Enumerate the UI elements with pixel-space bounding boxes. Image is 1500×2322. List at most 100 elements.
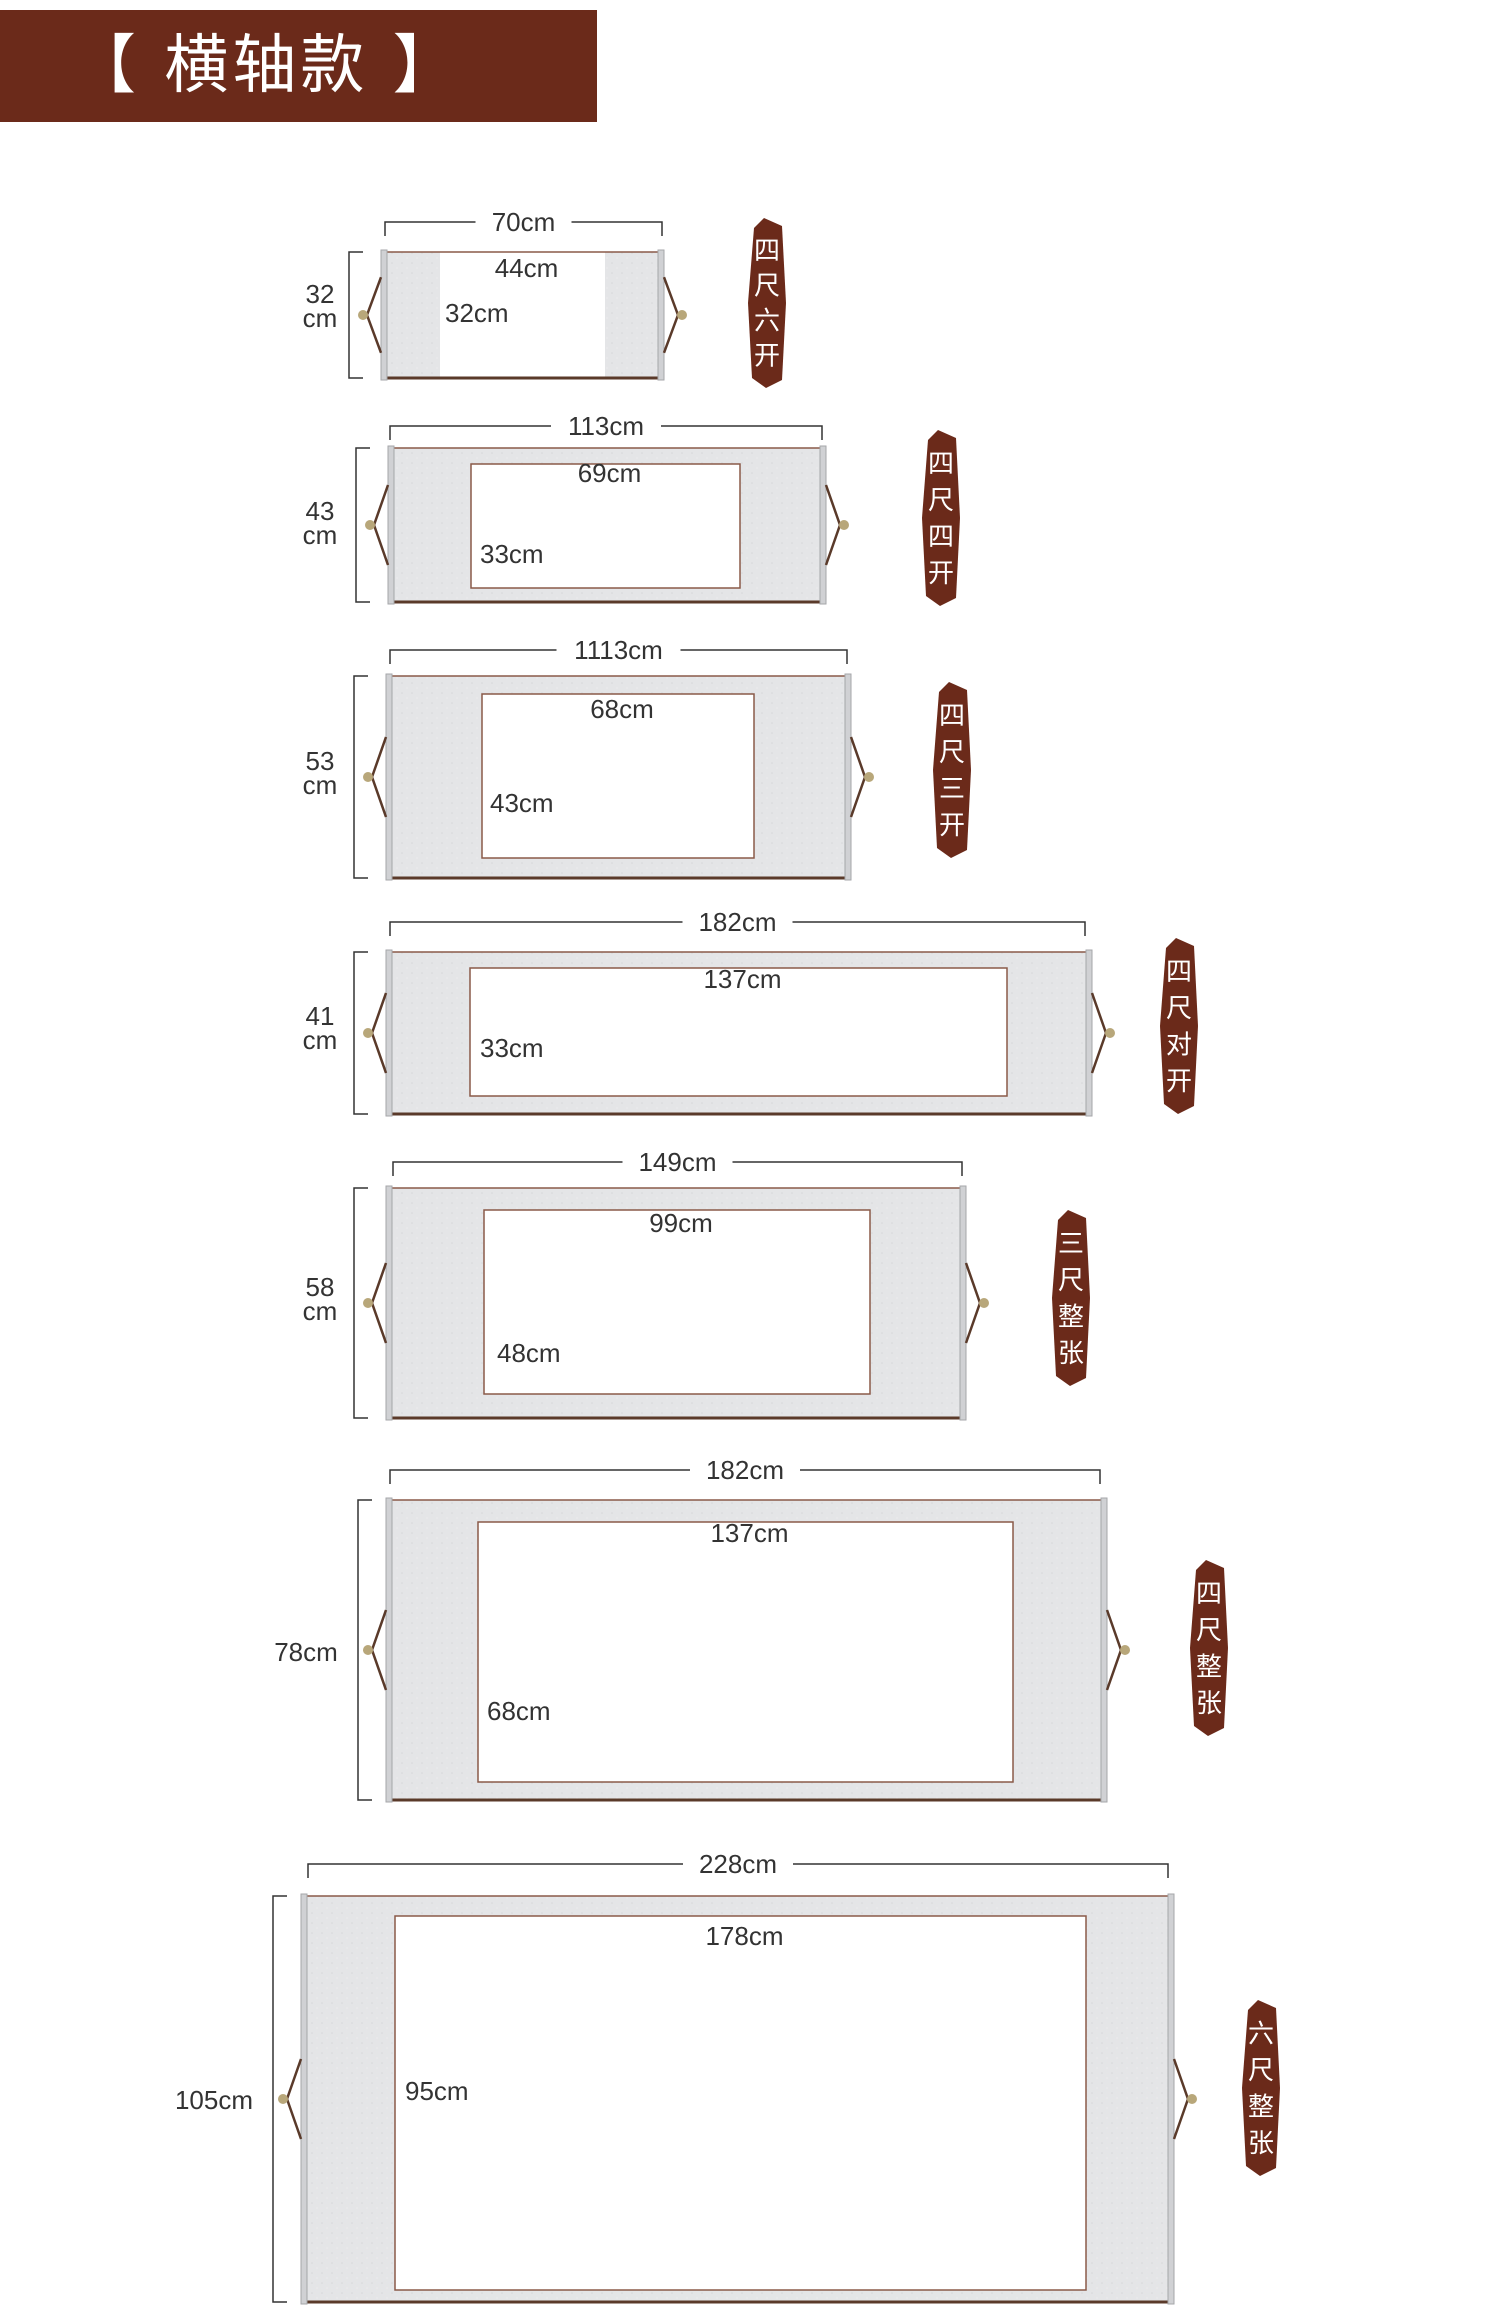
width-dimension-line-left (384, 221, 476, 236)
scroll-right-roller (657, 249, 665, 381)
size-tag-char: 四 (1166, 957, 1192, 987)
scroll-right-cord (1105, 1609, 1123, 1691)
scroll-right-cord (824, 484, 842, 566)
scroll-right-knob (1120, 1645, 1130, 1655)
height-dimension-bracket (353, 951, 368, 1115)
inner-width-label: 137cm (710, 1518, 788, 1548)
height-dimension-bracket (353, 675, 368, 879)
size-tag-text: 四尺整张 (1196, 1579, 1222, 1719)
width-dimension-line-right (793, 1863, 1169, 1878)
inner-height-label: 33cm (480, 1033, 544, 1063)
scroll-left-knob (363, 772, 373, 782)
height-label-value: 53 (306, 746, 335, 776)
scroll-left-cord (285, 2058, 303, 2140)
scroll-right-roller (1085, 949, 1093, 1117)
size-tag-char: 整 (1196, 1652, 1222, 1682)
height-dimension-bracket (357, 1499, 372, 1801)
scroll-left-knob (363, 1028, 373, 1038)
inner-width-label: 178cm (705, 1921, 783, 1951)
scroll-left-roller (385, 1497, 393, 1803)
scroll-right-cord (662, 276, 680, 354)
width-dimension-line-right (661, 425, 823, 440)
width-dimension-line-left (307, 1863, 683, 1878)
page-title: 【 横轴款 】 (72, 29, 461, 103)
scroll-left-cord (370, 1609, 388, 1691)
inner-width-label: 137cm (703, 964, 781, 994)
width-dimension-line-left (389, 921, 683, 936)
size-tag-char: 四 (754, 237, 780, 267)
inner-height-label: 48cm (497, 1338, 561, 1368)
width-label: 1113cm (574, 635, 663, 665)
scroll-right-roller (1167, 1893, 1175, 2305)
width-label: 70cm (492, 207, 556, 237)
width-dimension-line-right (680, 649, 848, 664)
size-tag-text: 四尺三开 (939, 701, 965, 841)
height-label-value: 32 (306, 279, 335, 309)
height-dimension-bracket (353, 1187, 368, 1419)
scroll-inner-area (483, 1209, 871, 1395)
width-label: 228cm (699, 1849, 777, 1879)
width-label: 182cm (698, 907, 776, 937)
height-label-unit: cm (303, 520, 338, 550)
width-dimension-line-left (389, 425, 551, 440)
size-tag-char: 尺 (1196, 1616, 1222, 1646)
size-tag-background (748, 218, 786, 388)
scroll-inner-area (440, 252, 605, 378)
size-tag-char: 整 (1058, 1302, 1084, 1332)
size-tag-char: 整 (1248, 2092, 1274, 2122)
size-tag-text: 四尺四开 (928, 449, 954, 589)
height-dimension-bracket (348, 251, 363, 379)
height-label: 105cm (175, 2085, 253, 2115)
size-tag-text: 六尺整张 (1248, 2019, 1274, 2159)
size-tag-text: 四尺六开 (754, 237, 780, 372)
page-header: 【 横轴款 】 (0, 10, 597, 122)
size-tag-text: 三尺整张 (1058, 1229, 1084, 1369)
size-tag-char: 尺 (939, 738, 965, 768)
size-tag-background (1190, 1560, 1228, 1736)
height-label-value: 58 (306, 1272, 335, 1302)
size-tag-char: 开 (939, 811, 965, 841)
scroll-right-knob (839, 520, 849, 530)
width-dimension-line-right (800, 1469, 1101, 1484)
scroll-left-cord (372, 484, 390, 566)
inner-width-label: 68cm (590, 694, 654, 724)
size-tag-background (922, 430, 960, 606)
scroll-inner-area (470, 463, 741, 589)
size-tag-background (933, 682, 971, 858)
size-tag-char: 六 (1248, 2019, 1274, 2049)
scroll-right-cord (1172, 2058, 1190, 2140)
inner-width-label: 69cm (578, 458, 642, 488)
size-tag-background (1052, 1210, 1090, 1386)
size-tag-char: 张 (1196, 1689, 1222, 1719)
scroll-right-cord (849, 736, 867, 818)
inner-width-label: 99cm (649, 1208, 713, 1238)
scroll-right-roller (844, 673, 852, 881)
width-label: 113cm (568, 411, 644, 441)
size-tag-char: 开 (754, 342, 780, 372)
size-tag-char: 尺 (928, 486, 954, 516)
size-tag-char: 四 (1196, 1579, 1222, 1609)
size-tag-background (1242, 2000, 1280, 2176)
scroll-left-knob (365, 520, 375, 530)
width-dimension-line-right (732, 1161, 963, 1176)
scroll-left-cord (370, 736, 388, 818)
size-tag-char: 四 (928, 522, 954, 552)
scroll-left-cord (370, 1262, 388, 1344)
size-tag-char: 尺 (1166, 994, 1192, 1024)
scroll-right-cord (1090, 992, 1108, 1074)
height-label: 78cm (274, 1637, 338, 1667)
height-label-unit: cm (303, 770, 338, 800)
scroll-left-cord (365, 276, 383, 354)
scroll-left-roller (387, 445, 395, 605)
height-label-unit: cm (303, 1296, 338, 1326)
scroll-left-roller (385, 673, 393, 881)
size-tag-char: 对 (1166, 1030, 1192, 1060)
scroll-right-cord (964, 1262, 982, 1344)
scroll-right-knob (1105, 1028, 1115, 1038)
scroll-left-knob (278, 2094, 288, 2104)
inner-height-label: 32cm (445, 298, 509, 328)
